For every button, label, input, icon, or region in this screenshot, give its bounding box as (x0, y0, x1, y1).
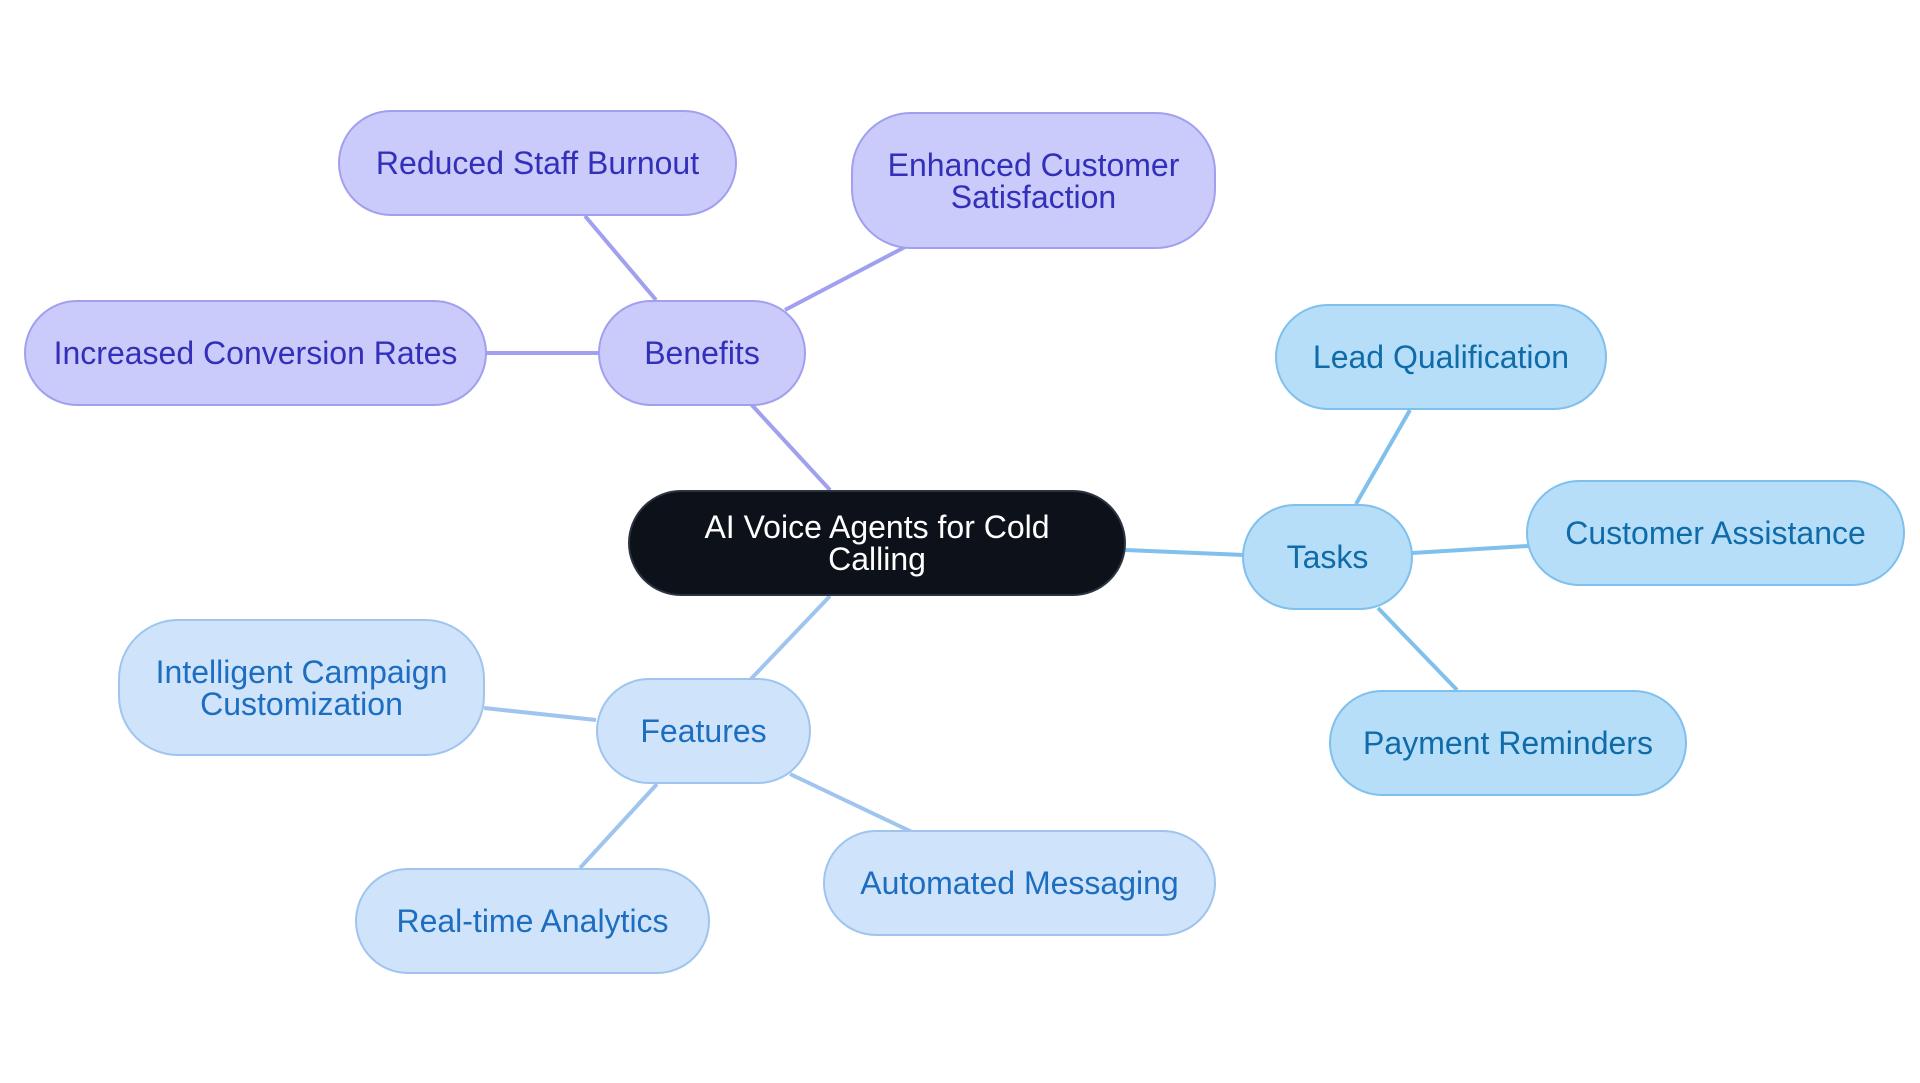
edge-features-intelligent-campaign (483, 706, 597, 722)
benefit-node-enhanced-customer-satisfaction: Enhanced Customer Satisfaction (851, 112, 1216, 249)
benefit-node-increased-conversion-rates: Increased Conversion Rates (24, 300, 487, 406)
edge-tasks-payment-reminders (1376, 606, 1459, 692)
task-node-customer-assistance: Customer Assistance (1526, 480, 1905, 586)
edge-tasks-customer-assistance (1411, 544, 1529, 555)
branch-node-features: Features (596, 678, 811, 784)
edge-benefits-reduced-staff-burnout (583, 214, 658, 302)
feature-node-automated-messaging: Automated Messaging (823, 830, 1216, 936)
edge-root-tasks (1124, 548, 1245, 557)
task-node-lead-qualification: Lead Qualification (1275, 304, 1607, 410)
branch-node-benefits: Benefits (598, 300, 806, 406)
feature-node-intelligent-campaign-customization: Intelligent Campaign Customization (118, 619, 485, 756)
branch-node-tasks: Tasks (1242, 504, 1413, 610)
edge-tasks-lead-qualification (1354, 409, 1412, 505)
edge-benefits-enhanced-customer-satisfaction (784, 245, 906, 312)
benefit-node-reduced-staff-burnout: Reduced Staff Burnout (338, 110, 737, 216)
edge-root-features (748, 594, 832, 682)
root-node: AI Voice Agents for Cold Calling (628, 490, 1126, 596)
edge-root-benefits (748, 401, 832, 492)
edge-features-automated-messaging (789, 772, 913, 834)
edge-features-real-time-analytics (578, 782, 659, 870)
feature-node-real-time-analytics: Real-time Analytics (355, 868, 710, 974)
task-node-payment-reminders: Payment Reminders (1329, 690, 1687, 796)
